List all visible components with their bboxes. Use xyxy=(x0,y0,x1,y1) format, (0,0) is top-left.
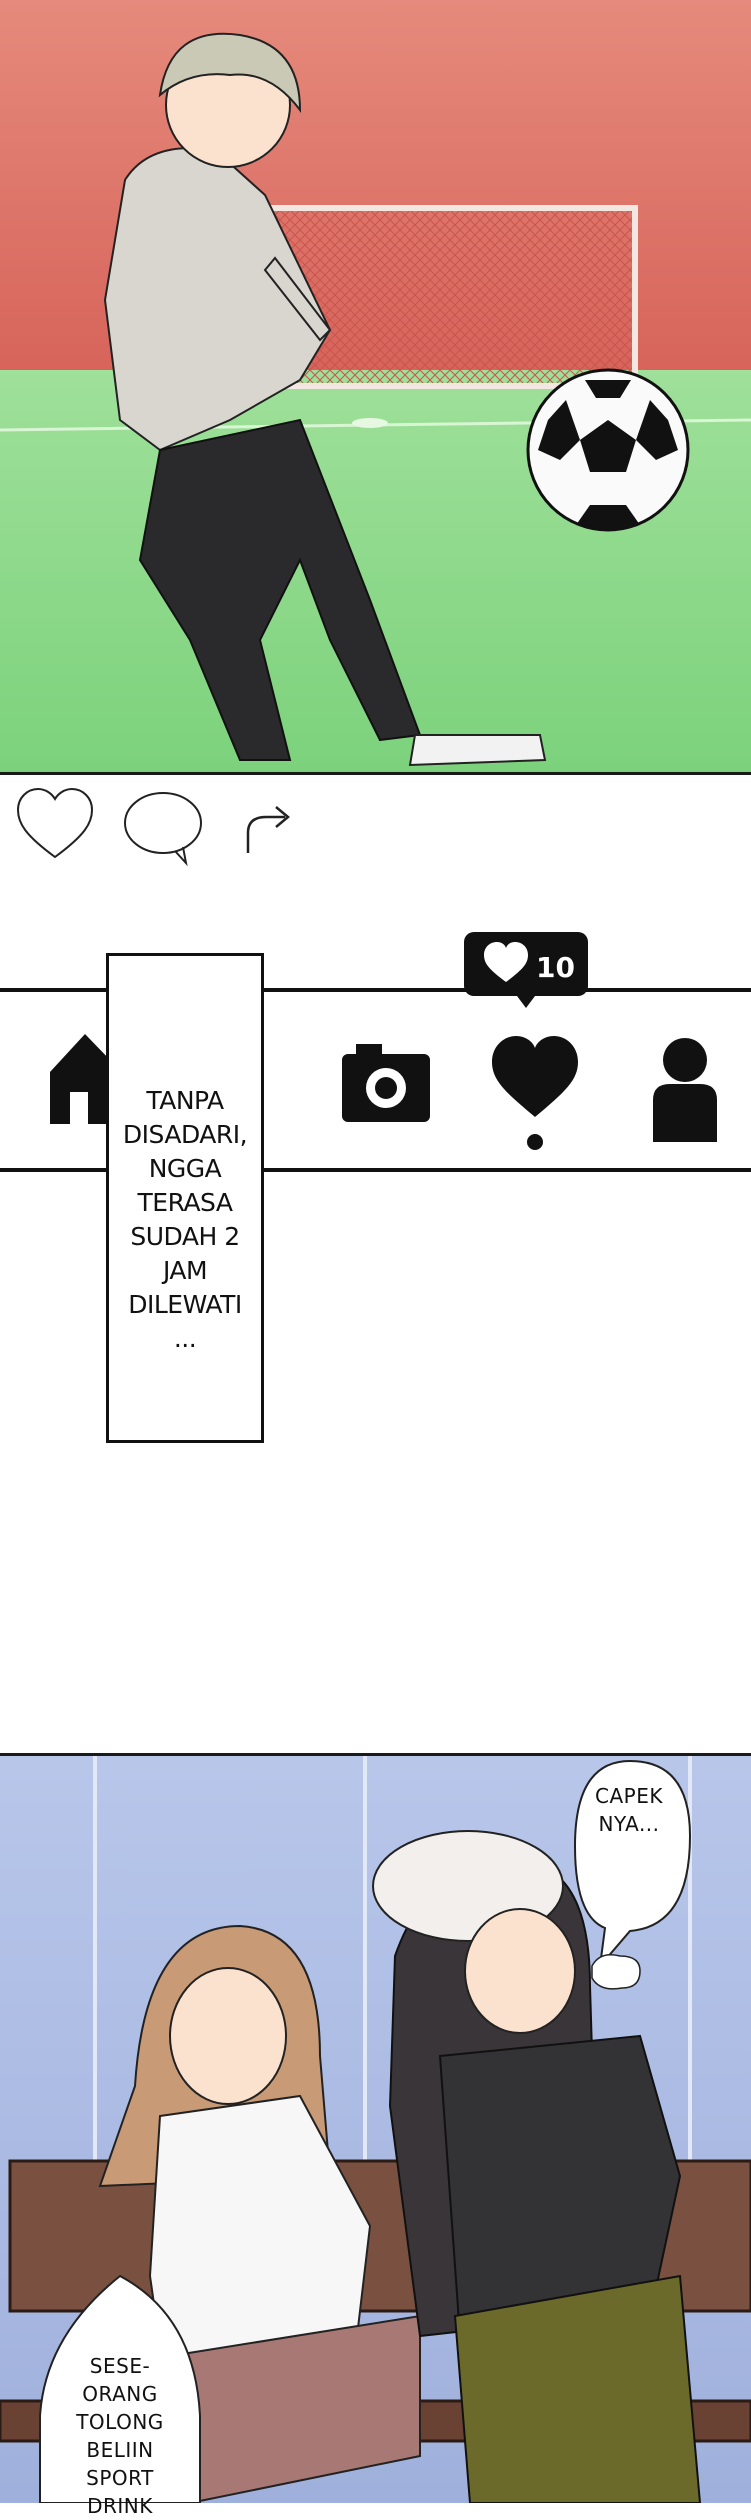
soccer-scene-illustration xyxy=(0,0,751,772)
comment-bubble-icon[interactable] xyxy=(124,792,202,867)
boy-figure xyxy=(103,32,547,767)
post-action-row xyxy=(0,775,751,885)
narration-box: TANPA DISADARI, NGGA TERASA SUDAH 2 JAM … xyxy=(106,953,264,1443)
speech-text-left: SESE- ORANG TOLONG BELIIN SPORT DRINK xyxy=(76,2354,164,2518)
camera-icon[interactable] xyxy=(342,1044,430,1122)
speech-bubble-right xyxy=(573,1759,692,1990)
beret-girl-figure xyxy=(372,1830,702,2503)
heart-outline-icon[interactable] xyxy=(16,787,94,859)
home-icon[interactable] xyxy=(50,1034,112,1124)
bench-scene-illustration xyxy=(0,1756,751,2503)
narration-text: TANPA DISADARI, NGGA TERASA SUDAH 2 JAM … xyxy=(122,1086,248,1353)
heart-filled-icon[interactable] xyxy=(492,1036,578,1150)
bench-panel xyxy=(0,1753,751,2503)
notification-heart-icon xyxy=(484,942,528,982)
speech-text-right: CAPEK NYA... xyxy=(595,1784,663,1836)
soccer-panel xyxy=(0,0,751,775)
tired-girl-figure xyxy=(98,1924,421,2503)
soccer-ball xyxy=(526,368,690,532)
speech-bubble-left xyxy=(39,2274,201,2503)
like-notification-badge xyxy=(462,930,590,1008)
share-arrow-icon[interactable] xyxy=(246,806,290,853)
person-icon[interactable] xyxy=(653,1038,717,1142)
notification-count: 10 xyxy=(536,951,575,984)
